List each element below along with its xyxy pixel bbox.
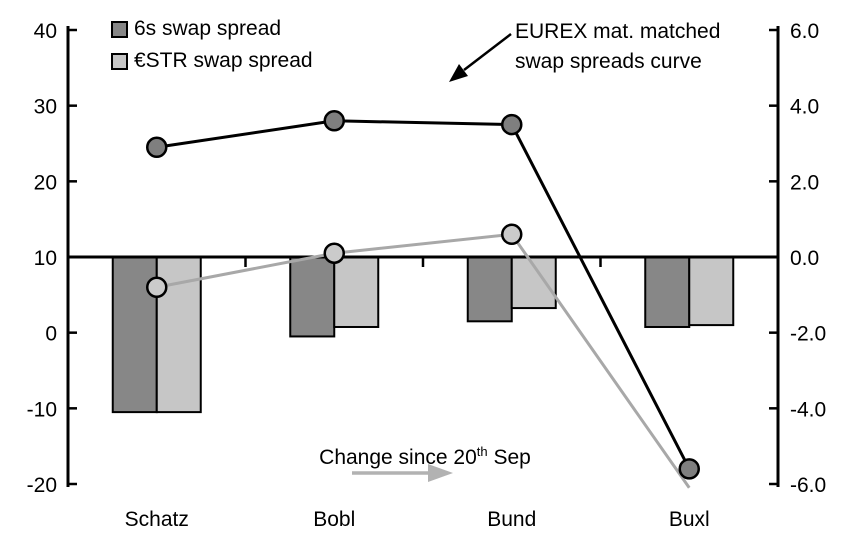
left-axis-tick-label: 0 — [45, 323, 57, 346]
annotation-change-sup: th — [476, 444, 488, 459]
right-axis-tick-label: 0.0 — [790, 247, 819, 270]
right-axis-tick-label: 6.0 — [790, 20, 819, 43]
series-marker — [323, 110, 345, 132]
legend-label-estr: €STR swap spread — [134, 49, 313, 72]
left-axis-tick-label: 30 — [34, 96, 57, 119]
right-axis-tick-label: 4.0 — [790, 96, 819, 119]
bar-6s-bobl — [289, 256, 336, 338]
bar-6s-buxl — [644, 256, 691, 328]
left-axis-tick-label: 40 — [34, 20, 57, 43]
left-axis-tick-label: 20 — [34, 171, 57, 194]
series-marker — [146, 136, 168, 159]
eurex-arrowhead-icon — [449, 64, 468, 82]
series-marker — [146, 276, 168, 299]
legend-swatch-estr-icon — [111, 52, 128, 70]
eurex-arrow-icon — [463, 33, 512, 71]
category-label: Bund — [487, 508, 536, 531]
annotation-eurex-line2: swap spreads curve — [515, 50, 702, 73]
series-marker — [323, 242, 345, 264]
left-axis-tick-label: 10 — [34, 247, 57, 270]
bar-6s-bund — [466, 256, 513, 323]
bar-estr-buxl — [688, 256, 735, 327]
bar-estr-bobl — [333, 256, 380, 328]
change-arrowhead-icon — [428, 464, 453, 482]
series-marker — [501, 113, 523, 136]
category-label: Schatz — [125, 508, 189, 531]
category-label: Buxl — [669, 508, 710, 531]
right-axis-tick-label: 2.0 — [790, 171, 819, 194]
category-label: Bobl — [313, 508, 355, 531]
legend-label-6s: 6s swap spread — [134, 17, 282, 40]
right-axis-tick-label: -4.0 — [790, 398, 826, 421]
series-marker — [678, 458, 700, 480]
annotation-change-prefix: Change since 20 — [319, 446, 477, 469]
legend: 6s swap spread €STR swap spread — [111, 13, 313, 77]
legend-item-6s-swap-spread: 6s swap spread — [111, 13, 313, 45]
annotation-change-since: Change since 20th Sep — [283, 437, 567, 473]
annotation-eurex-curve: EUREX mat. matched swap spreads curve — [515, 17, 720, 77]
right-axis-tick-label: -2.0 — [790, 323, 826, 346]
series-marker — [501, 223, 523, 246]
left-axis-tick-label: -10 — [27, 398, 57, 421]
legend-item-estr-swap-spread: €STR swap spread — [111, 45, 313, 77]
annotation-eurex-line1: EUREX mat. matched — [515, 20, 721, 43]
left-axis-tick-label: -20 — [27, 474, 57, 497]
legend-swatch-6s-icon — [111, 20, 128, 38]
annotation-change-suffix: Sep — [487, 446, 531, 469]
series-line — [156, 232, 691, 489]
right-axis-tick-label: -6.0 — [790, 474, 826, 497]
series-line — [156, 119, 691, 470]
